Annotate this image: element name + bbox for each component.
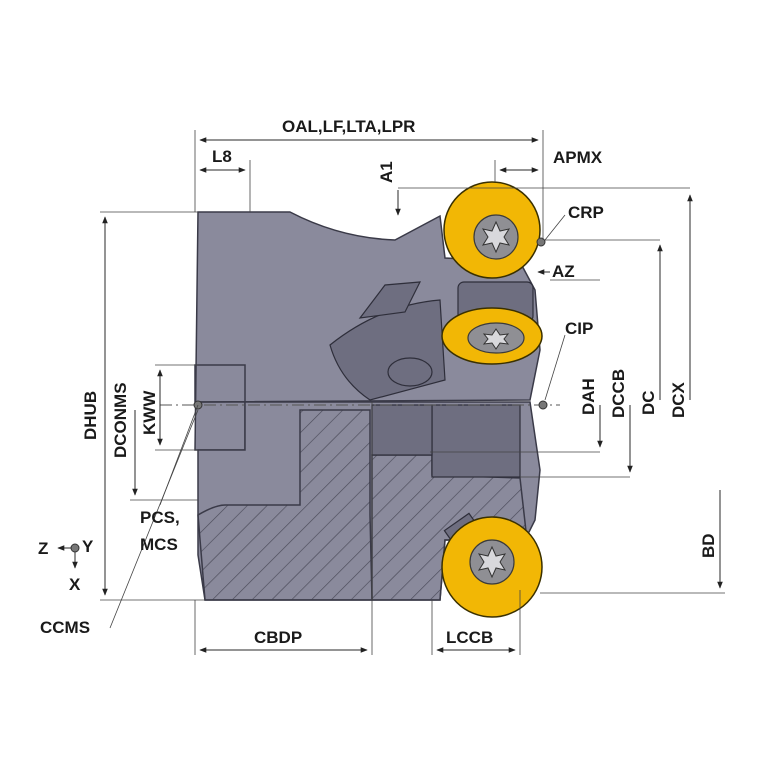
label-dah: DAH [579,378,598,415]
bore-step [371,404,433,456]
label-dhub: DHUB [81,391,100,440]
label-crp: CRP [568,203,604,222]
label-mcs: MCS [140,535,178,554]
label-kww: KWW [140,390,159,435]
coolant-hole [387,357,433,387]
cutter-cross-section [197,404,528,601]
label-dc: DC [639,390,658,415]
label-cip: CIP [565,319,593,338]
dimension-lines [57,130,725,655]
cip-point-icon [538,400,548,410]
label-bd: BD [699,533,718,558]
label-dcx: DCX [669,381,688,418]
axis-origin-icon [70,543,80,553]
label-cbdp: CBDP [254,628,302,647]
label-y: Y [82,537,94,556]
label-az: AZ [552,262,575,281]
insert-bottom [441,512,543,618]
clamp-wedge [358,281,422,319]
label-dconms: DCONMS [111,382,130,458]
label-lccb: LCCB [446,628,493,647]
label-oal: OAL,LF,LTA,LPR [282,117,415,136]
dimension-labels: OAL,LF,LTA,LPR L8 A1 APMX CRP AZ CIP DHU… [38,117,718,647]
insert-top [443,181,541,279]
label-dccb: DCCB [609,369,628,418]
label-apmx: APMX [553,148,603,167]
label-pcs: PCS, [140,508,180,527]
insert-middle [441,281,543,365]
label-a1: A1 [377,161,396,183]
crp-point-icon [536,237,546,247]
label-ccms: CCMS [40,618,90,637]
label-x: X [69,575,81,594]
counterbore [431,404,521,478]
label-z: Z [38,539,48,558]
label-l8: L8 [212,147,232,166]
section-hatch-left [197,409,373,601]
